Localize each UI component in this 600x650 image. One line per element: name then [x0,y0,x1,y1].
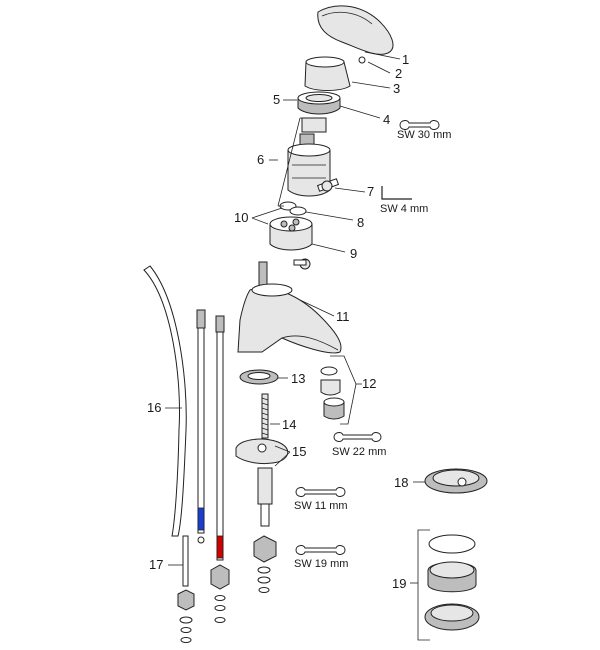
leader-lines [165,51,430,641]
callout-7: 7 [367,184,374,199]
mounting-washer [239,369,279,385]
wrench-icon [295,487,346,497]
fixing-nut [253,535,277,593]
callout-19: 19 [392,576,406,591]
callout-5: 5 [273,92,280,107]
callout-11: 11 [336,309,350,324]
fixing-sleeve [257,467,273,527]
callout-18: 18 [394,475,408,490]
o-rings [279,201,307,216]
hot-marker [216,535,224,559]
callout-16: 16 [147,400,161,415]
aerator [320,366,345,420]
wrench-icon [333,432,382,442]
cover-ring [304,56,351,91]
fixing-screw [293,258,311,270]
grub-screw [358,56,366,64]
tool-size-sw11: SW 11 mm [294,500,348,512]
drain-hose [143,265,187,537]
tool-size-sw4: SW 4 mm [380,203,428,215]
tool-size-sw22: SW 22 mm [332,446,386,458]
cold-marker [197,507,205,531]
callout-4: 4 [383,112,390,127]
pop-up-rod [177,535,195,643]
callout-13: 13 [291,371,305,386]
callout-12: 12 [362,376,376,391]
cartridge-screw [316,178,340,192]
cold-supply-hose [196,309,206,544]
hot-supply-hose [210,315,230,623]
callout-8: 8 [357,215,364,230]
lever-handle [317,5,394,55]
callout-3: 3 [393,81,400,96]
tool-size-sw19: SW 19 mm [294,558,348,570]
threaded-rod [261,393,269,439]
cartridge [287,117,331,197]
fixing-plate [235,438,289,465]
callout-10: 10 [234,210,248,225]
callout-2: 2 [395,66,402,81]
drain-stopper [424,468,488,494]
wrench-icon [399,120,440,130]
wrench-icon [295,545,346,555]
hex-key-icon [381,186,412,200]
cartridge-base [269,216,313,251]
callout-15: 15 [292,444,306,459]
drain-assembly [424,534,480,631]
callout-17: 17 [149,557,163,572]
cartridge-nut [297,91,341,115]
mixer-body [237,261,342,354]
tool-size-sw30: SW 30 mm [397,129,451,141]
callout-14: 14 [282,417,296,432]
callout-9: 9 [350,246,357,261]
callout-1: 1 [402,52,409,67]
callout-6: 6 [257,152,264,167]
